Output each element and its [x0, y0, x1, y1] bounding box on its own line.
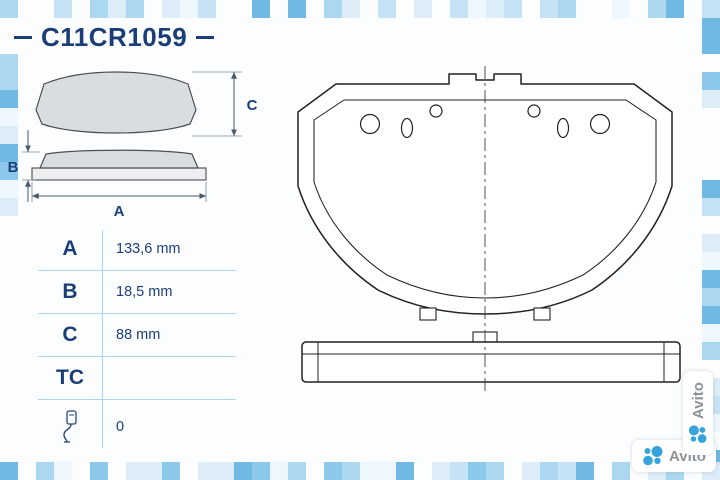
spec-row-sensor: 0	[38, 400, 236, 454]
wear-sensor-icon	[63, 410, 77, 443]
edge-view-body	[301, 341, 681, 383]
spec-row-b: B 18,5 mm	[38, 271, 236, 314]
pad-face-shape	[35, 71, 197, 134]
avito-logo-icon	[643, 446, 663, 466]
friction-material-shape	[39, 149, 199, 169]
spec-value: 133,6 mm	[116, 241, 181, 257]
bottom-tab-left	[419, 307, 437, 321]
dimension-b-label: B	[8, 159, 19, 176]
spec-row-tc: TC	[38, 357, 236, 400]
dimension-c-label: C	[247, 97, 258, 114]
slot-hole-right	[556, 117, 570, 139]
table-divider	[102, 230, 103, 448]
title-dash-left	[14, 35, 32, 39]
friction-contour	[313, 99, 657, 299]
backing-plate-shape	[31, 167, 207, 181]
spec-label: C	[62, 323, 78, 346]
part-number: C11CR1059	[14, 20, 215, 54]
spec-value: 0	[116, 419, 125, 435]
mount-hole-right	[589, 113, 611, 135]
spec-table: A 133,6 mm B 18,5 mm C 88 mm TC 0	[38, 228, 236, 450]
spec-label: TC	[56, 366, 84, 389]
mosaic-border-top	[0, 0, 720, 18]
part-number-text: C11CR1059	[41, 21, 188, 52]
spec-row-c: C 88 mm	[38, 314, 236, 357]
spec-label: B	[62, 280, 78, 303]
pin-hole-left	[429, 104, 443, 118]
mount-hole-left	[359, 113, 381, 135]
spec-label: A	[62, 237, 78, 260]
slot-hole-left	[400, 117, 414, 139]
spec-value: 18,5 mm	[116, 284, 173, 300]
pad-side-view-drawing: C B A	[8, 71, 258, 220]
dimension-a-label: A	[114, 203, 125, 220]
bottom-tab-right	[533, 307, 551, 321]
title-dash-right	[196, 35, 215, 39]
avito-watermark-text: Avito	[689, 382, 707, 419]
mosaic-border-bottom	[0, 462, 720, 480]
spec-row-a: A 133,6 mm	[38, 228, 236, 271]
pin-hole-right	[527, 104, 541, 118]
avito-logo-icon	[688, 425, 707, 443]
avito-watermark-vertical: Avito	[683, 371, 713, 455]
pad-front-view-drawing	[297, 66, 681, 394]
mosaic-border-left	[0, 54, 18, 216]
spec-value: 88 mm	[116, 327, 161, 343]
